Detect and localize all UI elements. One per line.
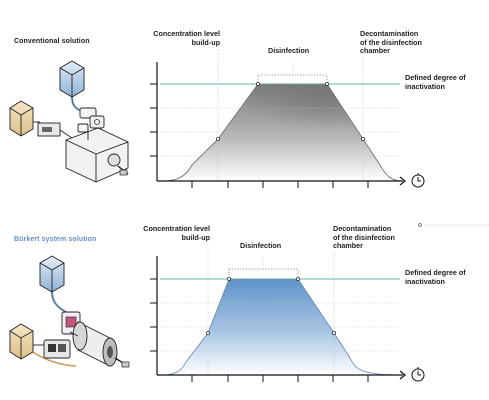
label-decon-bottom: Decontamination of the disinfection cham… xyxy=(333,224,395,251)
marker-point xyxy=(360,136,365,141)
disinfectant-tank-icon xyxy=(59,60,85,98)
label-decon-top: Decontamination of the disinfection cham… xyxy=(360,29,422,56)
chart-conventional xyxy=(150,50,425,188)
transmitter-icon xyxy=(37,122,61,137)
disinfection-chamber-icon xyxy=(72,321,130,368)
illustration-burkert xyxy=(9,255,130,368)
marker-point xyxy=(295,276,300,281)
marker-point xyxy=(226,276,231,281)
controller-box-icon xyxy=(9,323,34,360)
marker-point xyxy=(324,82,329,87)
disinfection-chamber-icon xyxy=(65,127,129,183)
label-disinfection-top: Disinfection xyxy=(268,46,310,55)
valve-icon xyxy=(77,107,105,133)
marker-point xyxy=(205,330,210,335)
label-degree-top: Defined degree of inactivation xyxy=(405,73,466,91)
disinfectant-tank-icon xyxy=(39,255,65,293)
label-degree-bottom: Defined degree of inactivation xyxy=(405,268,466,286)
panel-title-burkert: Bürkert system solution xyxy=(14,236,97,243)
marker-point xyxy=(215,136,220,141)
valve-icon xyxy=(43,339,71,359)
label-disinfection-bottom: Disinfection xyxy=(240,241,282,250)
marker-point xyxy=(331,330,336,335)
panel-title-conventional: Conventional solution xyxy=(14,38,90,45)
clock-icon xyxy=(411,173,425,188)
clock-icon xyxy=(411,367,425,382)
controller-box-icon xyxy=(9,100,34,137)
chart-burkert xyxy=(150,245,425,382)
concentration-curve-bottom xyxy=(162,278,403,376)
decorative-dot-line xyxy=(418,223,489,227)
marker-point xyxy=(255,82,260,87)
label-buildup-bottom: Concentration level build-up xyxy=(143,224,210,242)
label-buildup-top: Concentration level build-up xyxy=(153,29,220,47)
illustration-conventional xyxy=(9,60,129,183)
